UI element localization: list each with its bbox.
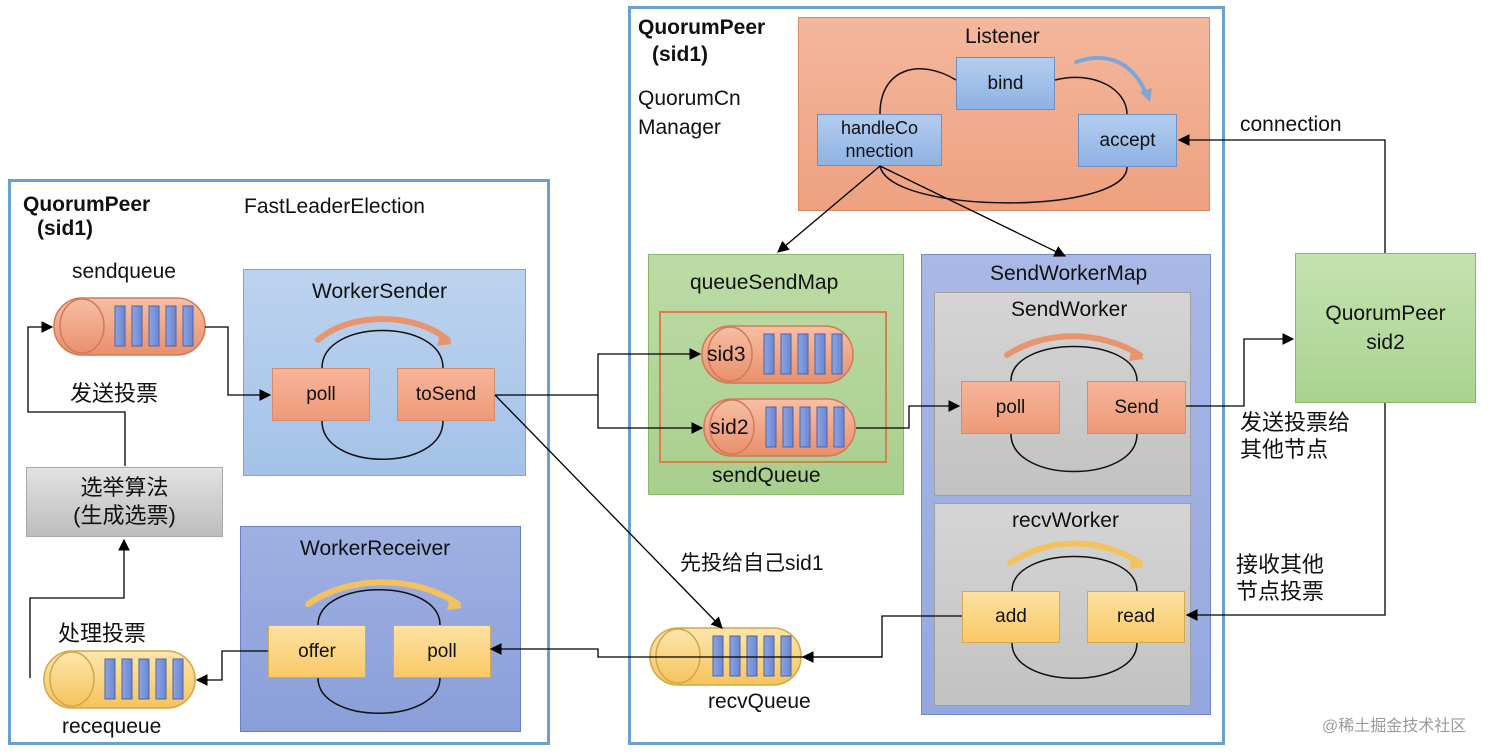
- recv-worker-add-box: add: [962, 591, 1060, 643]
- recequeue-label: recequeue: [62, 715, 162, 738]
- left-peer-title: QuorumPeer (sid1): [23, 193, 151, 240]
- worker-receiver-poll-box: poll: [393, 625, 491, 678]
- cycle-loops: [317, 68, 1138, 714]
- worker-sender-title: WorkerSender: [312, 280, 448, 303]
- right-peer-title: QuorumPeer (sid1): [638, 16, 766, 66]
- worker-receiver-title: WorkerReceiver: [300, 537, 451, 560]
- send-worker-map-title: SendWorkerMap: [990, 262, 1148, 285]
- send-queue-frame: [659, 311, 887, 463]
- send-vote-label: 发送投票: [70, 381, 159, 406]
- listener-title: Listener: [965, 25, 1040, 48]
- send-worker-send-box: Send: [1087, 381, 1186, 434]
- worker-sender-tosend-box: toSend: [397, 368, 495, 421]
- process-vote-label: 处理投票: [58, 621, 147, 646]
- watermark: @稀土掘金技术社区: [1322, 718, 1467, 735]
- quorum-peer-sid2-box: QuorumPeer sid2: [1295, 253, 1476, 403]
- connection-label: connection: [1240, 113, 1342, 136]
- sid3-queue-icon: [701, 325, 854, 384]
- recv-queue-label: recvQueue: [708, 690, 811, 713]
- send-worker-title: SendWorker: [1011, 298, 1128, 321]
- send-to-others-label: 发送投票给 其他节点: [1240, 410, 1351, 462]
- recequeue-icon: [43, 650, 196, 709]
- listener-bind-box: bind: [956, 57, 1055, 110]
- sid2-label: sid2: [710, 416, 749, 439]
- sendqueue-label: sendqueue: [72, 260, 176, 283]
- listener-accept-box: accept: [1078, 114, 1177, 167]
- worker-sender-poll-box: poll: [272, 368, 370, 421]
- sendqueue-icon: [53, 297, 206, 356]
- right-quorum-peer-panel: [628, 6, 1225, 745]
- self-vote-label: 先投给自己sid1: [680, 552, 824, 575]
- sid3-label: sid3: [707, 343, 746, 366]
- curved-highlight-arrows: [305, 55, 1152, 610]
- election-algorithm-box: 选举算法 (生成选票): [26, 467, 223, 537]
- queue-send-map-title: queueSendMap: [690, 271, 839, 294]
- listener-handle-connection-box: handleCo nnection: [817, 114, 942, 166]
- fast-leader-election-label: FastLeaderElection: [244, 195, 425, 218]
- send-queue-label: sendQueue: [712, 464, 821, 487]
- recv-worker-title: recvWorker: [1012, 509, 1119, 532]
- recv-worker-read-box: read: [1087, 591, 1185, 643]
- quorum-cnx-manager-label: QuorumCn Manager: [638, 87, 741, 139]
- connector-lines: [27, 134, 1386, 686]
- send-worker-poll-box: poll: [961, 381, 1060, 434]
- worker-receiver-offer-box: offer: [268, 625, 366, 678]
- recv-from-others-label: 接收其他 节点投票: [1236, 552, 1325, 604]
- sid2-queue-icon: [703, 398, 856, 457]
